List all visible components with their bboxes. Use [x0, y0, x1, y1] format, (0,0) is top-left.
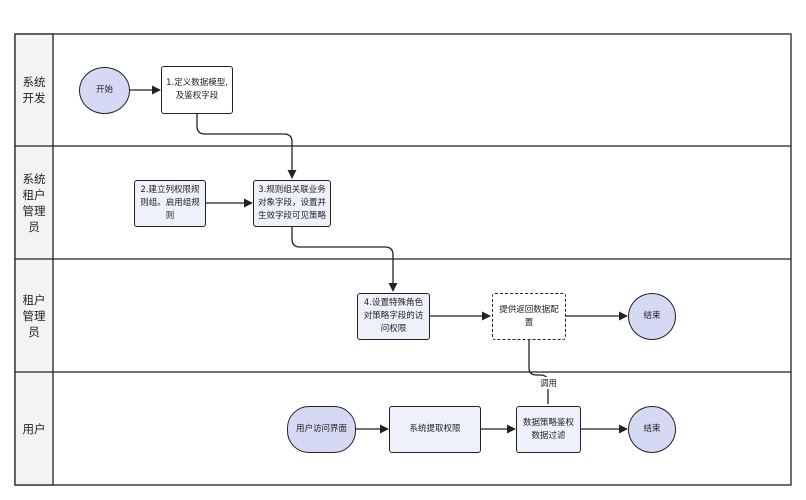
lane-system-dev: 系统 开发 [15, 34, 53, 146]
step2-label: 2.建立列权限规 则组。启用组规 则 [140, 185, 200, 221]
end-label: 结束 [643, 424, 661, 434]
user-access-node: 用户访问界面 [287, 406, 356, 453]
step3-label: 3.规则组关联业务 对象字段，设置并 生效字段可见策略 [258, 185, 327, 221]
user-access-label: 用户访问界面 [295, 424, 347, 434]
edge-step1-step3 [196, 114, 297, 179]
lane-tenant-admin: 租户 管理 员 [15, 259, 53, 372]
end-label: 结束 [643, 311, 661, 321]
step4-node: 4.设置特殊角色 对策略字段的访 问权限 [357, 293, 430, 340]
step3-node: 3.规则组关联业务 对象字段，设置并 生效字段可见策略 [253, 180, 331, 227]
lane-label: 用户 [22, 421, 46, 436]
lane-user: 用户 [15, 372, 53, 485]
lane-label: 系统 开发 [22, 75, 46, 105]
step2-node: 2.建立列权限规 则组。启用组规 则 [134, 180, 206, 227]
lane-label: 系统 租户 管理 员 [22, 171, 46, 234]
lane-system-tenant-admin: 系统 租户 管理 员 [15, 146, 53, 259]
end-node-tenant: 结束 [628, 293, 676, 340]
start-node: 开始 [79, 67, 130, 114]
data-filter-label: 数据策略鉴权 数据过滤 [522, 417, 574, 441]
lane-label: 租户 管理 员 [22, 292, 46, 339]
system-extract-node: 系统提取权限 [389, 406, 481, 453]
provide-config-label: 提供返回数据配 置 [499, 304, 559, 328]
step4-label: 4.设置特殊角色 对策略字段的访 问权限 [363, 298, 424, 334]
step1-node: 1.定义数据模型, 及鉴权字段 [161, 66, 233, 114]
edge-step3-step4 [291, 227, 398, 292]
step1-label: 1.定义数据模型, 及鉴权字段 [166, 78, 228, 101]
data-filter-node: 数据策略鉴权 数据过滤 [516, 406, 581, 453]
start-label: 开始 [95, 85, 113, 95]
system-extract-label: 系统提取权限 [409, 424, 461, 434]
end-node-user: 结束 [628, 406, 676, 453]
call-edge-label: 调用 [538, 377, 560, 389]
provide-config-node: 提供返回数据配 置 [492, 293, 566, 340]
